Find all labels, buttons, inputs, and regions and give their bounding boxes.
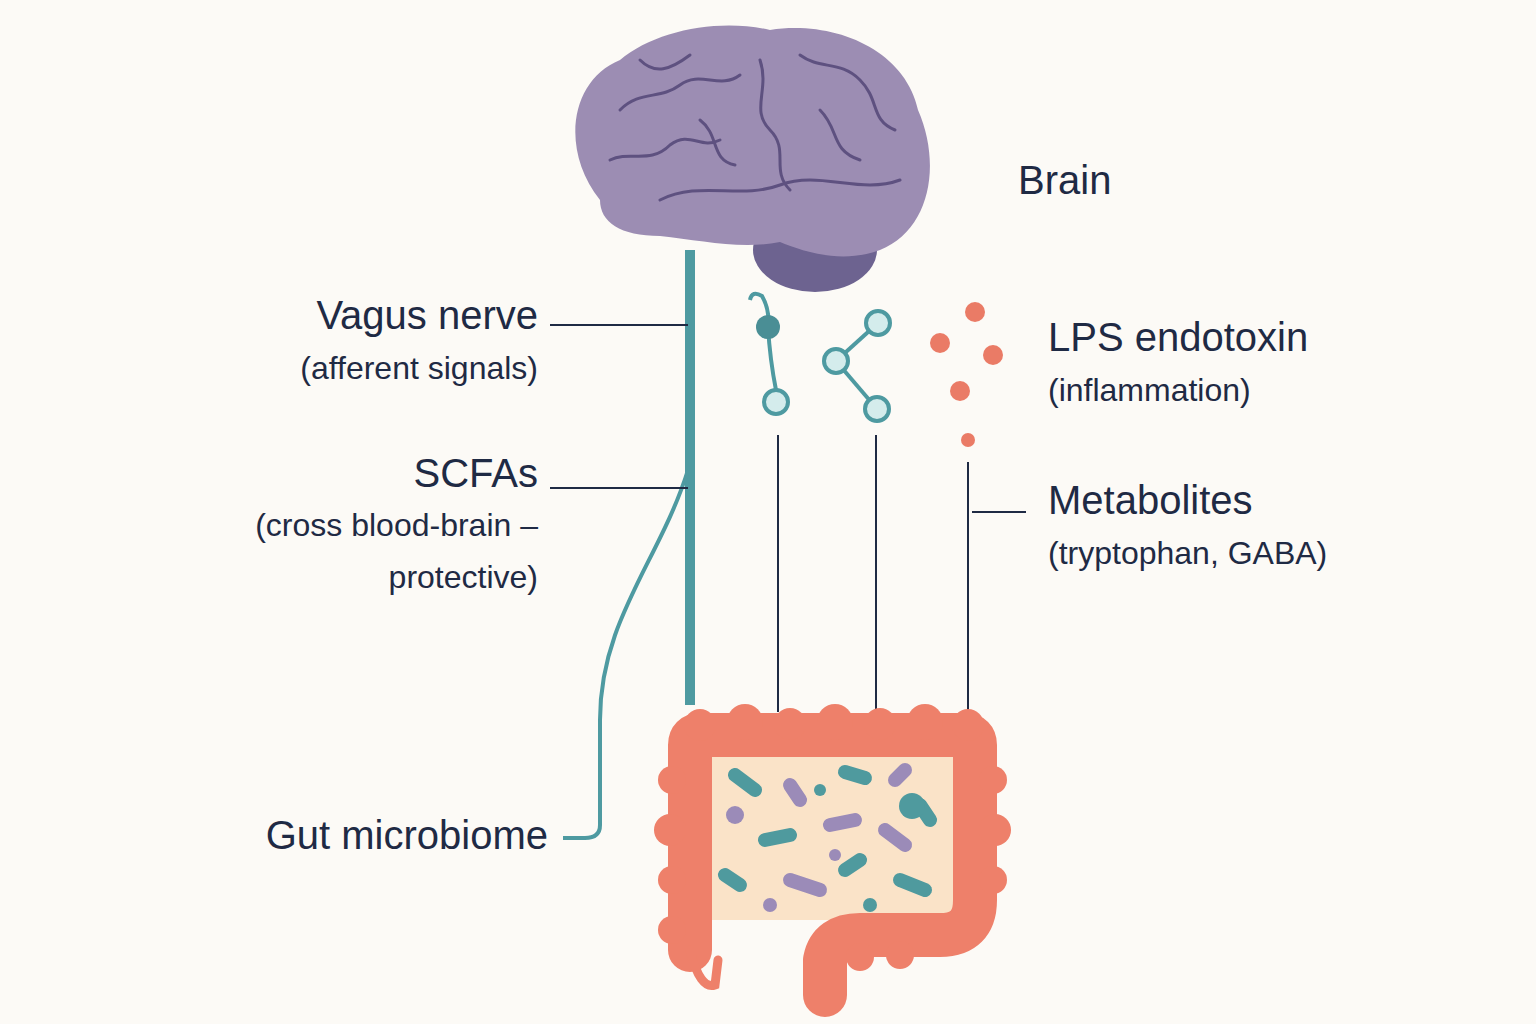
gut-illustration <box>654 704 1011 995</box>
brain-shape <box>575 25 930 256</box>
pathway-label: SCFAs <box>178 449 538 497</box>
lps-dots <box>930 302 1003 447</box>
pathway-note: (cross blood-brain – protective) <box>178 499 538 603</box>
metabolite-molecule <box>824 311 890 421</box>
organ-label: Brain <box>1018 156 1318 204</box>
brain-sulci <box>610 55 900 200</box>
scfa-molecule <box>750 294 788 414</box>
leader-lines <box>550 325 1026 712</box>
pathway-label: LPS endotoxin <box>1048 313 1508 361</box>
pathway-note: (afferent signals) <box>178 348 538 388</box>
organ-label: Gut microbiome <box>148 811 548 859</box>
pathway-label: Metabolites <box>1048 476 1508 524</box>
pathway-label: Vagus nerve <box>178 291 538 339</box>
nerve-branch <box>563 470 688 838</box>
pathway-note: (tryptophan, GABA) <box>1048 533 1508 573</box>
pathway-note: (inflammation) <box>1048 370 1508 410</box>
